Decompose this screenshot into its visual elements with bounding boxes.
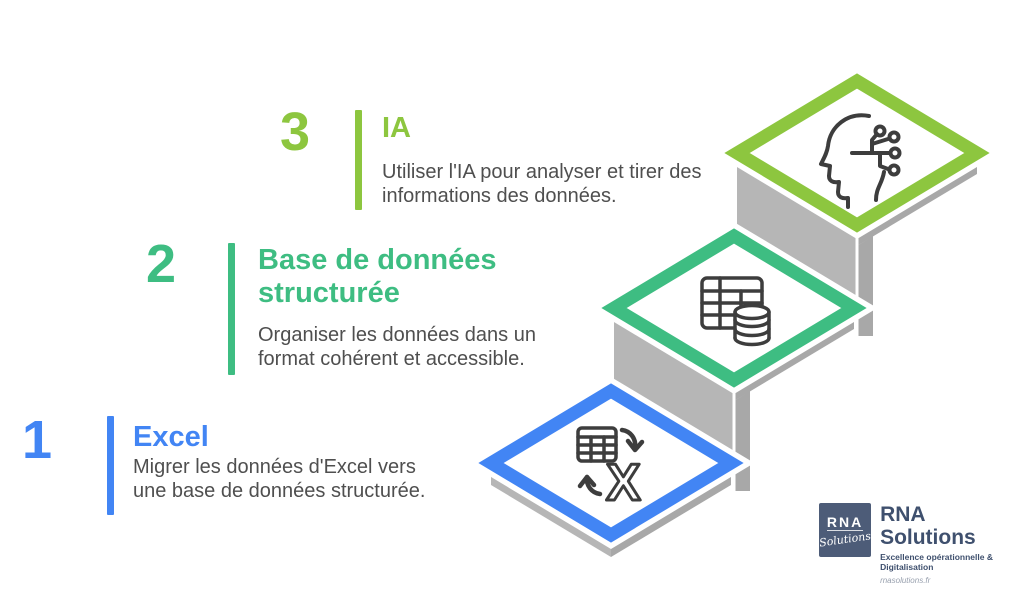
cylinder-ring <box>733 318 771 329</box>
ai-analysis-icon <box>819 113 902 209</box>
step3-title: IA <box>382 112 411 144</box>
step1-number: 1 <box>21 410 53 470</box>
cylinder-bottom <box>733 336 771 347</box>
step2-platform <box>601 228 867 388</box>
step2-left-face <box>614 308 734 463</box>
step3-left-face <box>737 153 857 308</box>
step1-platform <box>478 383 744 543</box>
step2-description: Organiser les données dans un format coh… <box>258 324 536 371</box>
staircase-step-2 <box>590 222 878 491</box>
step1-title: Excel <box>133 421 209 453</box>
logo-mark: RNA Solutions <box>818 503 872 557</box>
company-logo: RNA Solutions RNA Solutions Excellence o… <box>818 503 1024 585</box>
logo-text-block: RNA Solutions Excellence opérationnelle … <box>880 503 1024 585</box>
step3-accent-bar <box>355 110 362 210</box>
neck-path <box>874 170 886 202</box>
structured-database-icon <box>700 276 771 347</box>
cylinder-ring <box>733 327 771 338</box>
company-tagline: Excellence opérationnelle & Digitalisati… <box>880 552 993 573</box>
logo-script: Solutions <box>818 529 872 550</box>
excel-migration-icon: X <box>576 426 645 514</box>
step2-accent-bar <box>228 243 235 375</box>
arrowhead-up <box>577 474 597 489</box>
convert-arrows <box>577 427 645 497</box>
step3-number: 3 <box>279 102 311 162</box>
excel-x-glyph: X <box>606 454 641 512</box>
node-top <box>873 124 887 138</box>
staircase-step-3 <box>713 67 1001 336</box>
node-middle <box>888 146 902 160</box>
step3-right-column <box>857 236 873 336</box>
branch-down <box>878 151 890 171</box>
company-name: RNA Solutions <box>880 503 976 550</box>
branch-up <box>870 132 879 155</box>
node-upper <box>887 130 901 144</box>
step1-accent-bar <box>107 416 114 515</box>
step2-right-column <box>734 391 750 491</box>
staircase-step-1: X <box>467 377 755 557</box>
step3-description: Utiliser l'IA pour analyser et tirer des… <box>382 161 702 208</box>
logo-acronym: RNA <box>826 514 864 531</box>
arrowhead-down <box>625 438 645 453</box>
arrow-top-right <box>619 427 638 450</box>
step2-number: 2 <box>145 234 177 294</box>
branch-upright <box>870 137 890 146</box>
company-website: rnasolutions.fr <box>880 576 931 586</box>
head-profile-path <box>819 113 871 209</box>
node-lower <box>887 163 901 177</box>
step1-description: Migrer les données d'Excel vers une base… <box>133 456 426 503</box>
step2-title: Base de données structurée <box>258 244 497 310</box>
